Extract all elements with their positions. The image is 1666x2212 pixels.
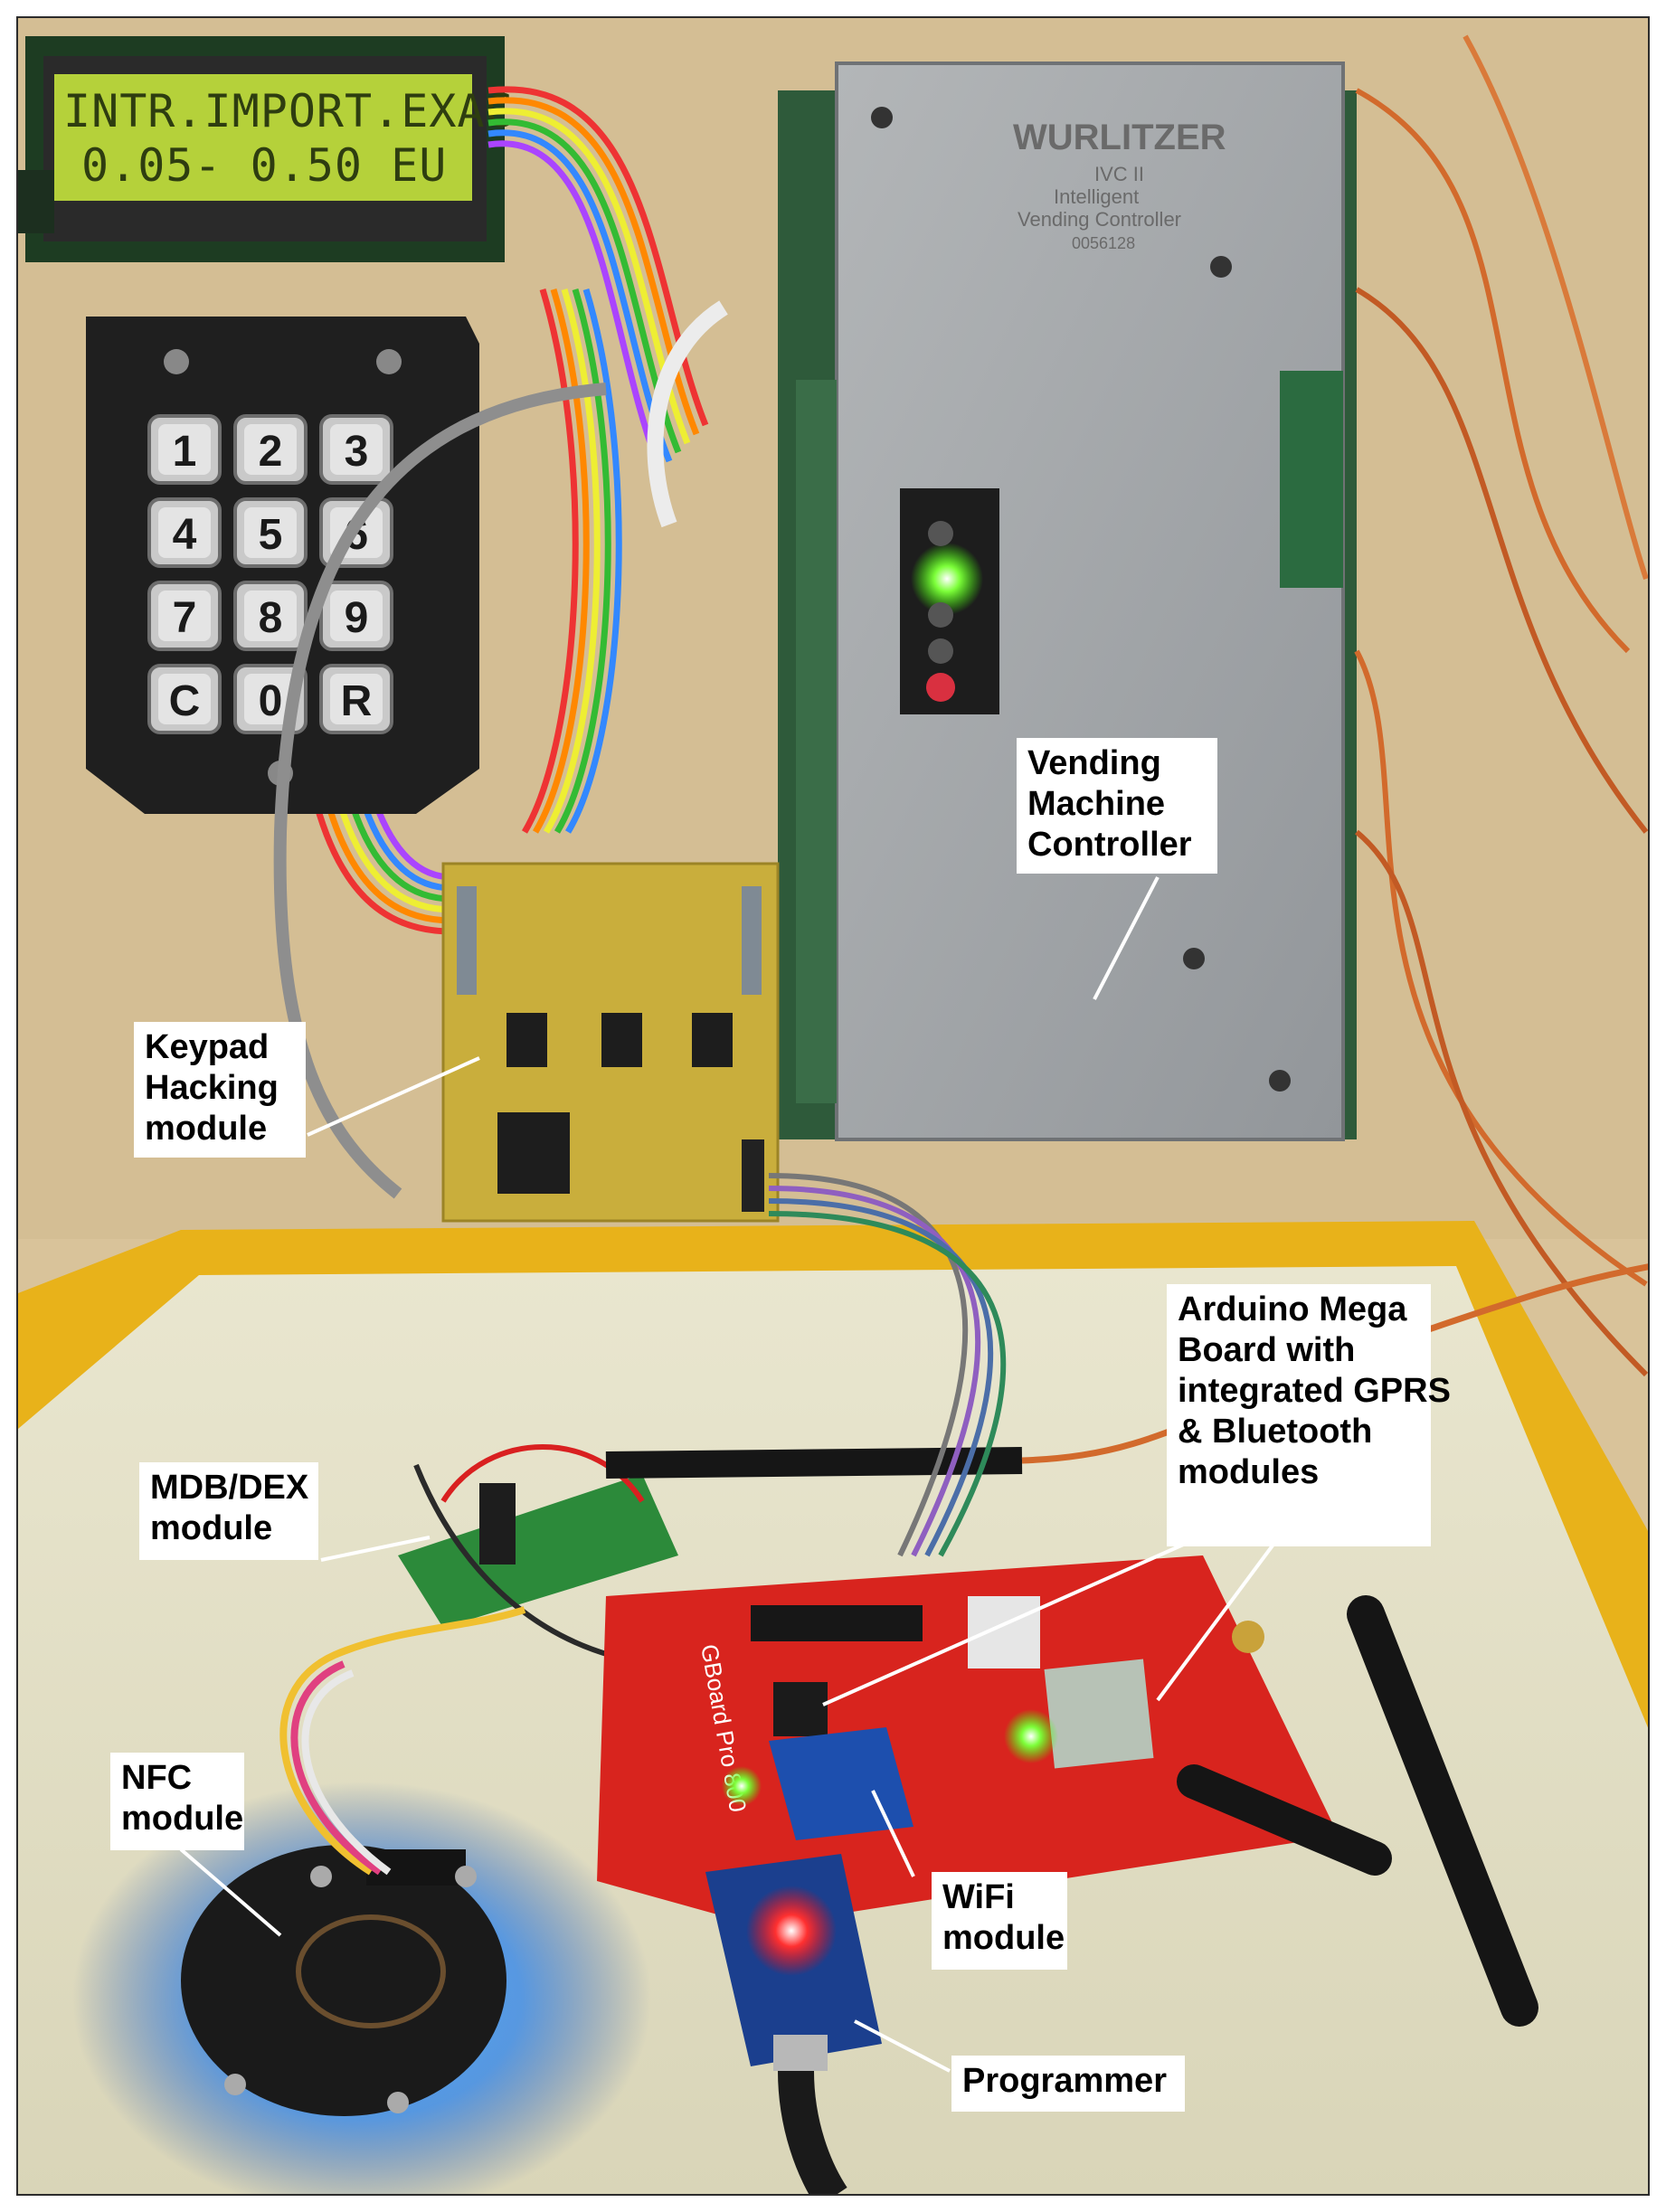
leader-arduino-2	[1156, 1540, 1277, 1702]
controller-line-1: Intelligent	[1054, 185, 1139, 208]
keypad-key-label: R	[341, 677, 373, 725]
photo: INTR.IMPORT.EXAC 0.05- 0.50 EU	[16, 16, 1650, 2196]
label-keypad-hacking: Keypad Hacking module	[134, 1022, 306, 1158]
keypad-key-label: 8	[259, 594, 283, 642]
keypad-key-label: 7	[173, 594, 197, 642]
vending-controller-board: WURLITZER IVC II Intelligent Vending Con…	[778, 61, 1357, 1141]
label-wifi: WiFi module	[932, 1872, 1067, 1970]
leader-keypad-hacking	[307, 1056, 480, 1137]
keypad-key-5: 5	[233, 497, 308, 568]
leader-programmer	[854, 2019, 951, 2073]
leader-vending-controller	[1093, 876, 1160, 1000]
wifi-module-chip	[769, 1727, 913, 1840]
keypad-key-label: 2	[259, 428, 283, 476]
leader-mdb-dex	[320, 1536, 431, 1562]
keypad-key-label: 5	[259, 511, 283, 559]
gsm-antenna	[1177, 1595, 1538, 2027]
white-cable	[647, 300, 728, 528]
keypad-key-r: R	[319, 664, 393, 734]
lcd-line-2: 0.05- 0.50 EU	[81, 139, 447, 192]
arduino-red-board: GBoard Pro 800	[597, 1555, 1339, 1926]
keypad-key-label: 4	[173, 511, 197, 559]
leader-nfc	[179, 1848, 282, 1937]
keypad-key-2: 2	[233, 414, 308, 485]
label-vending-controller: Vending Machine Controller	[1017, 738, 1217, 874]
grey-cable	[273, 383, 607, 1199]
orange-wires	[1354, 34, 1648, 1377]
controller-brand: WURLITZER	[1013, 118, 1226, 157]
keypad-key-8: 8	[233, 581, 308, 651]
annotation-leaders	[179, 876, 1277, 2073]
keypad-key-9: 9	[319, 581, 393, 651]
label-nfc: NFC module	[110, 1753, 244, 1850]
label-programmer: Programmer	[951, 2056, 1185, 2112]
keypad-key-3: 3	[319, 414, 393, 485]
keypad-key-1: 1	[147, 414, 222, 485]
mdb-dex-pcb	[398, 1444, 678, 1667]
ribbon-cable-keypad	[521, 288, 622, 834]
keypad-hacking-pcb	[441, 862, 780, 1223]
keypad-key-label: C	[169, 677, 201, 725]
lcd-line-1: INTR.IMPORT.EXAC	[63, 85, 514, 137]
leader-arduino-1	[822, 1540, 1190, 1706]
keypad-key-label: 3	[345, 428, 369, 476]
programmer-board	[705, 1854, 882, 2194]
keypad-key-label: 1	[173, 428, 197, 476]
controller-serial: 0056128	[1072, 234, 1135, 252]
label-arduino: Arduino Mega Board with integrated GPRS …	[1167, 1284, 1451, 1546]
black-cable	[605, 1447, 1023, 1479]
jumper-wires	[768, 1173, 1007, 1557]
keypad-key-c: C	[147, 664, 222, 734]
controller-model: IVC II	[1094, 163, 1144, 185]
keypad-key-label: 9	[345, 594, 369, 642]
keypad-key-label: 0	[259, 677, 283, 725]
nfc-module	[72, 1606, 651, 2194]
controller-line-2: Vending Controller	[1018, 208, 1181, 231]
label-mdb-dex: MDB/DEX module	[139, 1462, 318, 1560]
keypad-key-7: 7	[147, 581, 222, 651]
lcd-display: INTR.IMPORT.EXAC 0.05- 0.50 EU	[18, 36, 514, 262]
leader-wifi	[871, 1790, 915, 1877]
keypad-key-4: 4	[147, 497, 222, 568]
gprs-module-chip	[1044, 1659, 1154, 1769]
